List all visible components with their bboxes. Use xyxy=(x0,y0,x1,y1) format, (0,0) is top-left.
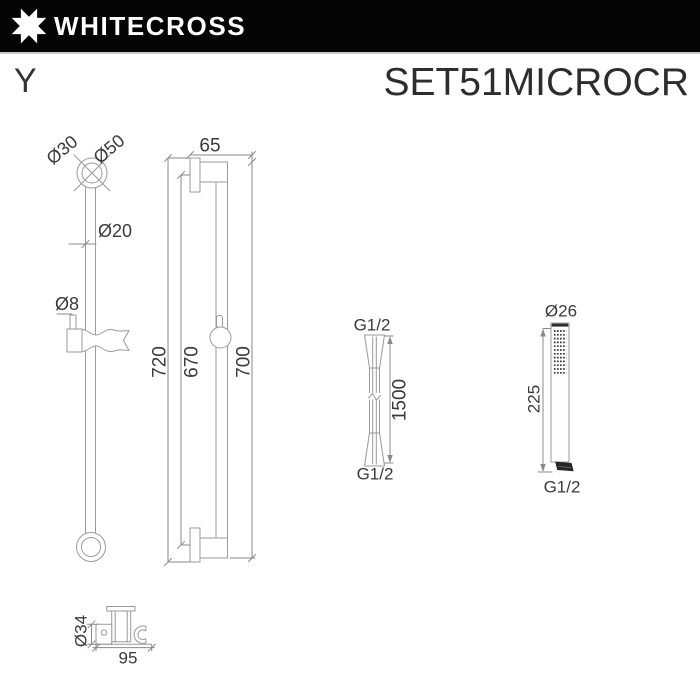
dim-label-hose-bottom-thread: G1/2 xyxy=(356,464,394,484)
bracket-detail-drawing xyxy=(87,606,156,652)
header-divider xyxy=(0,52,700,54)
slide-bar-front-drawing xyxy=(164,151,256,566)
dim-label-side-pin: Ø8 xyxy=(54,294,80,314)
brand-name: WHITECROSS xyxy=(54,11,247,41)
dim-label-side-tube: Ø20 xyxy=(97,221,133,241)
dim-label-shower-thread: G1/2 xyxy=(543,477,581,497)
dim-label-hose-length: 1500 xyxy=(389,378,411,422)
dim-label-bracket-diameter: Ø34 xyxy=(71,614,91,648)
dim-label-front-overall: 720 xyxy=(149,346,171,378)
dim-label-shower-length: 225 xyxy=(524,384,544,414)
dim-label-bracket-width: 95 xyxy=(118,648,138,668)
dim-label-front-wall-offset: 65 xyxy=(199,135,221,157)
spray-holes-pattern xyxy=(553,330,567,374)
dim-label-front-bar: 700 xyxy=(233,346,255,378)
dim-label-shower-diameter: Ø26 xyxy=(544,301,578,321)
hose-drawing xyxy=(364,334,394,467)
slide-bar-side-drawing xyxy=(56,154,130,562)
whitecross-x-icon xyxy=(11,8,47,44)
model-code: SET51MICROCR xyxy=(383,61,689,104)
dim-label-front-inner: 670 xyxy=(181,346,203,378)
series-label: Y xyxy=(14,62,37,100)
dim-label-hose-top-thread: G1/2 xyxy=(353,315,391,335)
hand-shower-drawing xyxy=(537,322,574,473)
brand-header: WHITECROSS xyxy=(0,0,700,52)
